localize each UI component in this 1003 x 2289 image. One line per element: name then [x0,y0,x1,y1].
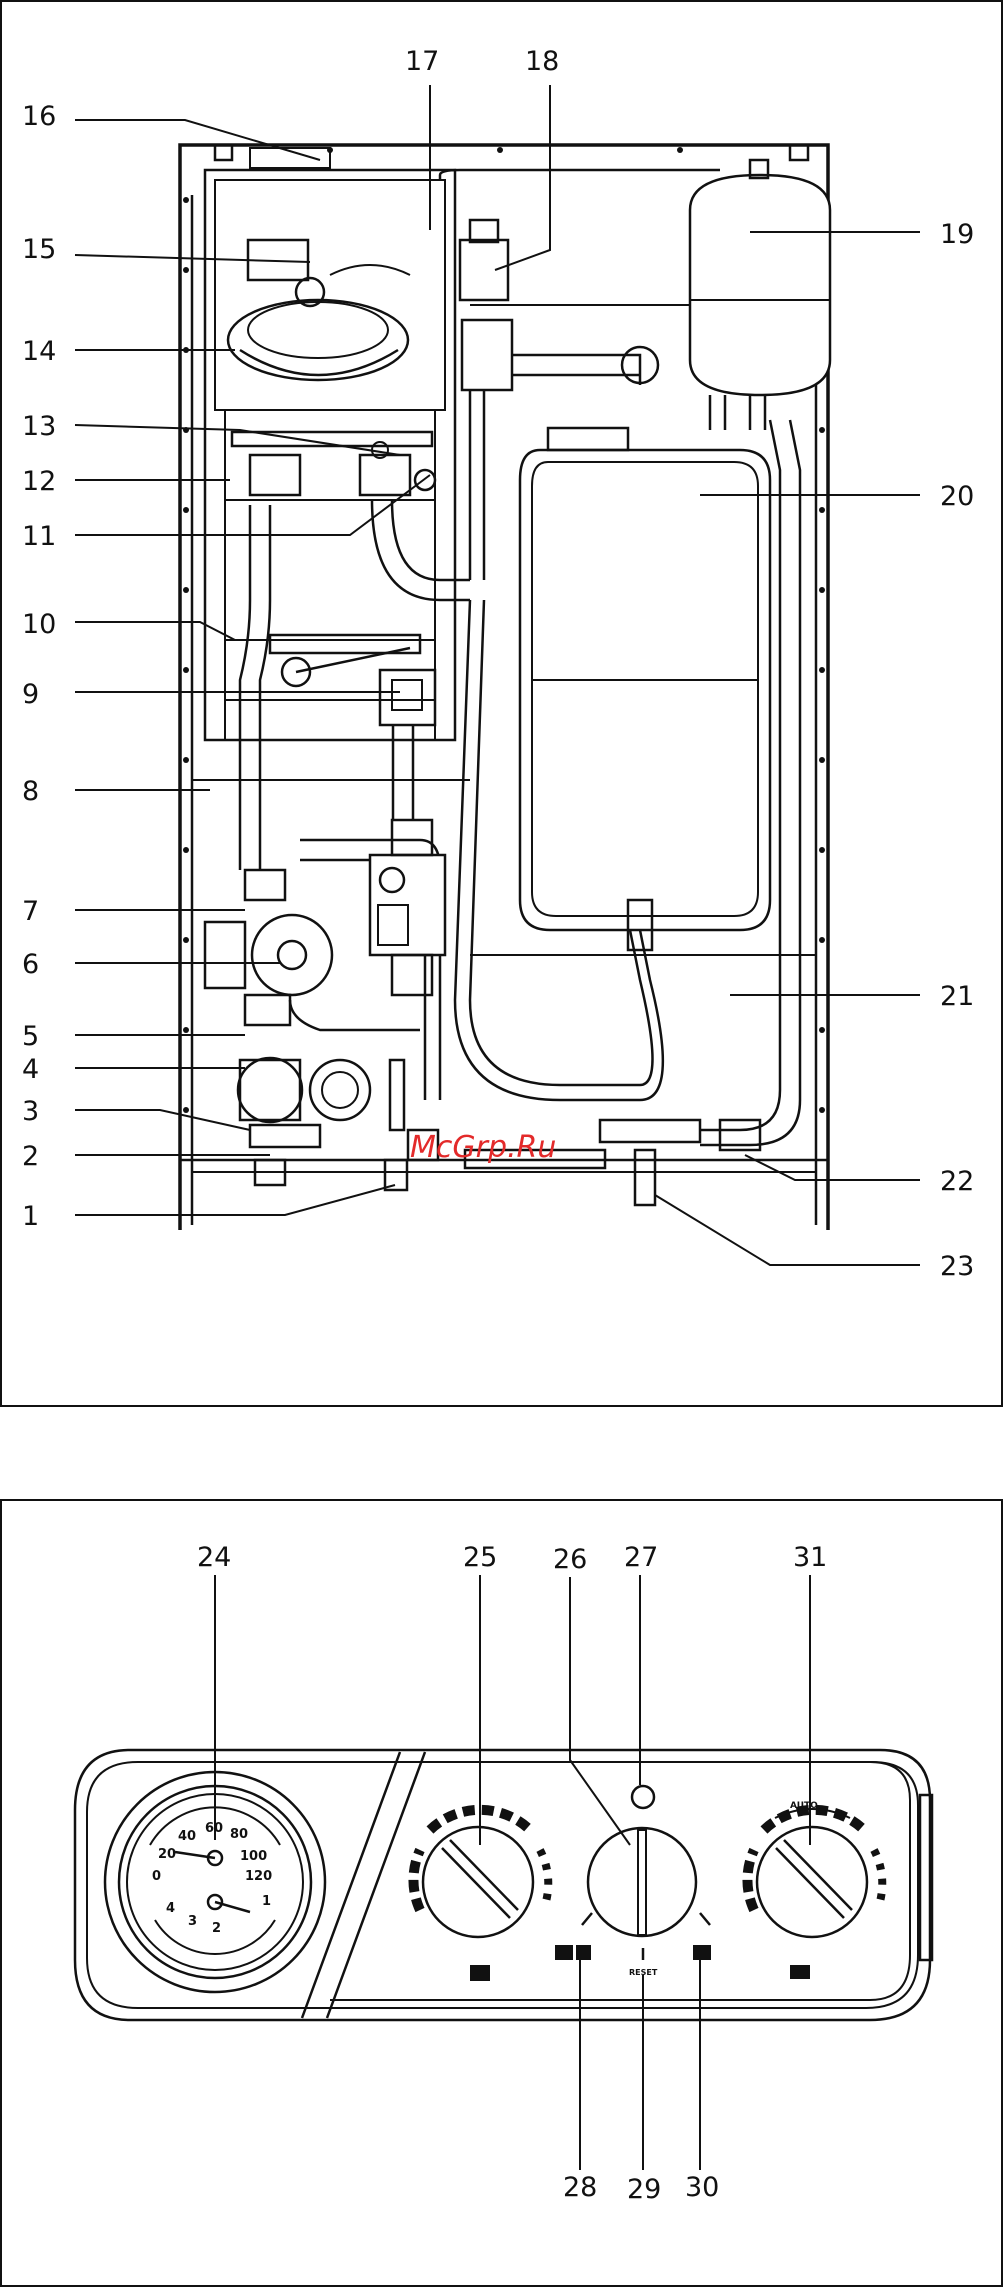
gauge-scale-120: 120 [245,1869,272,1884]
mode-selector-knob: RESET [555,1786,711,1977]
label-24: 24 [197,1542,231,1573]
label-12: 12 [22,466,56,497]
leader-lines-fig2 [215,1575,810,2170]
label-1: 1 [22,1201,39,1232]
label-7: 7 [22,896,39,927]
watermark: McGrp.Ru [410,1130,556,1165]
label-28: 28 [563,2172,597,2203]
gauge-scale-2: 2 [212,1921,221,1936]
label-31: 31 [793,1542,827,1573]
label-11: 11 [22,521,56,552]
diverter-valve [238,1058,404,1147]
label-18: 18 [525,46,559,77]
label-16: 16 [22,101,56,132]
label-25: 25 [463,1542,497,1573]
ignition-assembly [270,635,435,725]
label-2: 2 [22,1141,39,1172]
label-4: 4 [22,1054,39,1085]
radiator-icon-left [576,1945,591,1960]
label-20: 20 [940,481,974,512]
label-19: 19 [940,219,974,250]
gauge-scale-0: 0 [152,1869,161,1884]
pump-assembly [205,870,332,1025]
gauge-scale-100: 100 [240,1849,267,1864]
storage-tank [520,428,770,950]
gauge-scale-1: 1 [262,1894,271,1909]
part-labels-fig2: 24 25 26 27 31 28 29 30 [197,1542,827,2205]
figure1-frame [1,1,1002,1406]
control-panel-housing [75,1750,932,2020]
auto-label: AUTO [790,1801,818,1811]
tap-icon-left [555,1945,573,1960]
gauge-scale-4: 4 [166,1901,175,1916]
label-21: 21 [940,981,974,1012]
label-10: 10 [22,609,56,640]
ch-temperature-knob: AUTO [747,1801,882,1979]
label-13: 13 [22,411,56,442]
gauge-scale-3: 3 [188,1914,197,1929]
indicator-lamp [632,1786,654,1808]
label-27: 27 [624,1542,658,1573]
label-15: 15 [22,234,56,265]
label-29: 29 [627,2174,661,2205]
label-23: 23 [940,1251,974,1282]
label-26: 26 [553,1544,587,1575]
label-17: 17 [405,46,439,77]
gauge-scale-80: 80 [230,1827,248,1842]
label-22: 22 [940,1166,974,1197]
gauge-scale-20: 20 [158,1847,176,1862]
radiator-icon [790,1965,810,1979]
label-3: 3 [22,1096,39,1127]
label-5: 5 [22,1021,39,1052]
label-6: 6 [22,949,39,980]
tap-icon-right [693,1945,711,1960]
label-9: 9 [22,679,39,710]
gauge-scale-40: 40 [178,1829,196,1844]
label-30: 30 [685,2172,719,2203]
burner-assembly [232,432,435,495]
expansion-vessel [690,160,830,430]
tap-icon [470,1965,490,1981]
label-14: 14 [22,336,56,367]
label-8: 8 [22,776,39,807]
